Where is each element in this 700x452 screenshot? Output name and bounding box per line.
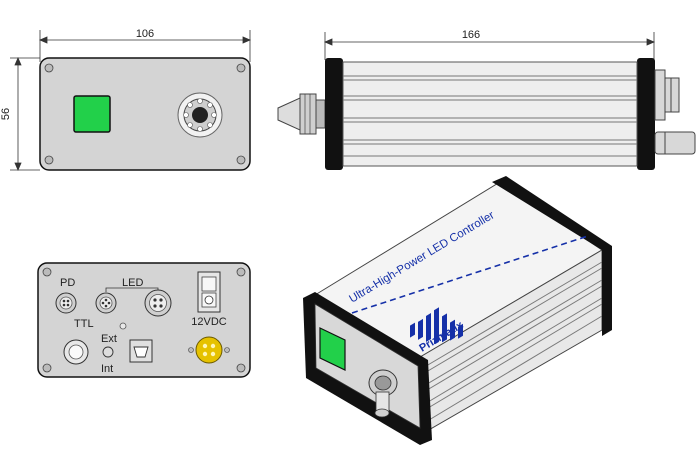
front-screws [44, 63, 246, 165]
pd-connector [55, 292, 77, 314]
led-label: LED [122, 277, 143, 289]
led-indicator [119, 322, 127, 330]
ext-int-switch [102, 346, 114, 358]
led-small-connector [95, 292, 117, 314]
int-label: Int [101, 363, 113, 375]
height-dimension [10, 56, 40, 172]
width-dimension [38, 30, 252, 62]
iso-power-button [319, 327, 346, 371]
height-dimension-label: 56 [0, 108, 12, 120]
iso-dashed-line [351, 235, 589, 314]
iso-ribs [415, 261, 603, 427]
power-button [73, 95, 111, 133]
side-endcap-right [637, 58, 655, 170]
isometric-view: Ultra-High-Power LED Controller Prizmati… [303, 176, 612, 445]
power-label: 12VDC [191, 316, 227, 328]
length-dimension [323, 32, 656, 60]
yellow-connector [188, 336, 230, 364]
intensity-knob [177, 92, 223, 138]
prizmatix-logo [410, 307, 463, 345]
side-connectors [654, 69, 696, 155]
pd-label: PD [60, 277, 75, 289]
rear-screws [42, 267, 246, 373]
side-view: 166 [277, 29, 696, 170]
iso-back-endcap [492, 176, 612, 336]
side-endcap-left [325, 58, 343, 170]
ext-label: Ext [101, 333, 117, 345]
width-dimension-label: 106 [136, 28, 154, 40]
usb-port [129, 339, 153, 363]
side-knob [277, 93, 326, 135]
side-body [342, 61, 638, 167]
ttl-label: TTL [74, 318, 94, 330]
dc-jack [197, 271, 221, 313]
front-view: 106 56 [0, 28, 252, 172]
rear-view: PD LED TTL [37, 262, 251, 378]
led-power-connector [144, 289, 172, 317]
length-dimension-label: 166 [462, 29, 480, 41]
side-ribs [343, 75, 637, 157]
bnc-connector [63, 339, 89, 365]
iso-front-panel [314, 303, 421, 429]
iso-knob [368, 369, 398, 418]
front-panel [39, 57, 251, 171]
